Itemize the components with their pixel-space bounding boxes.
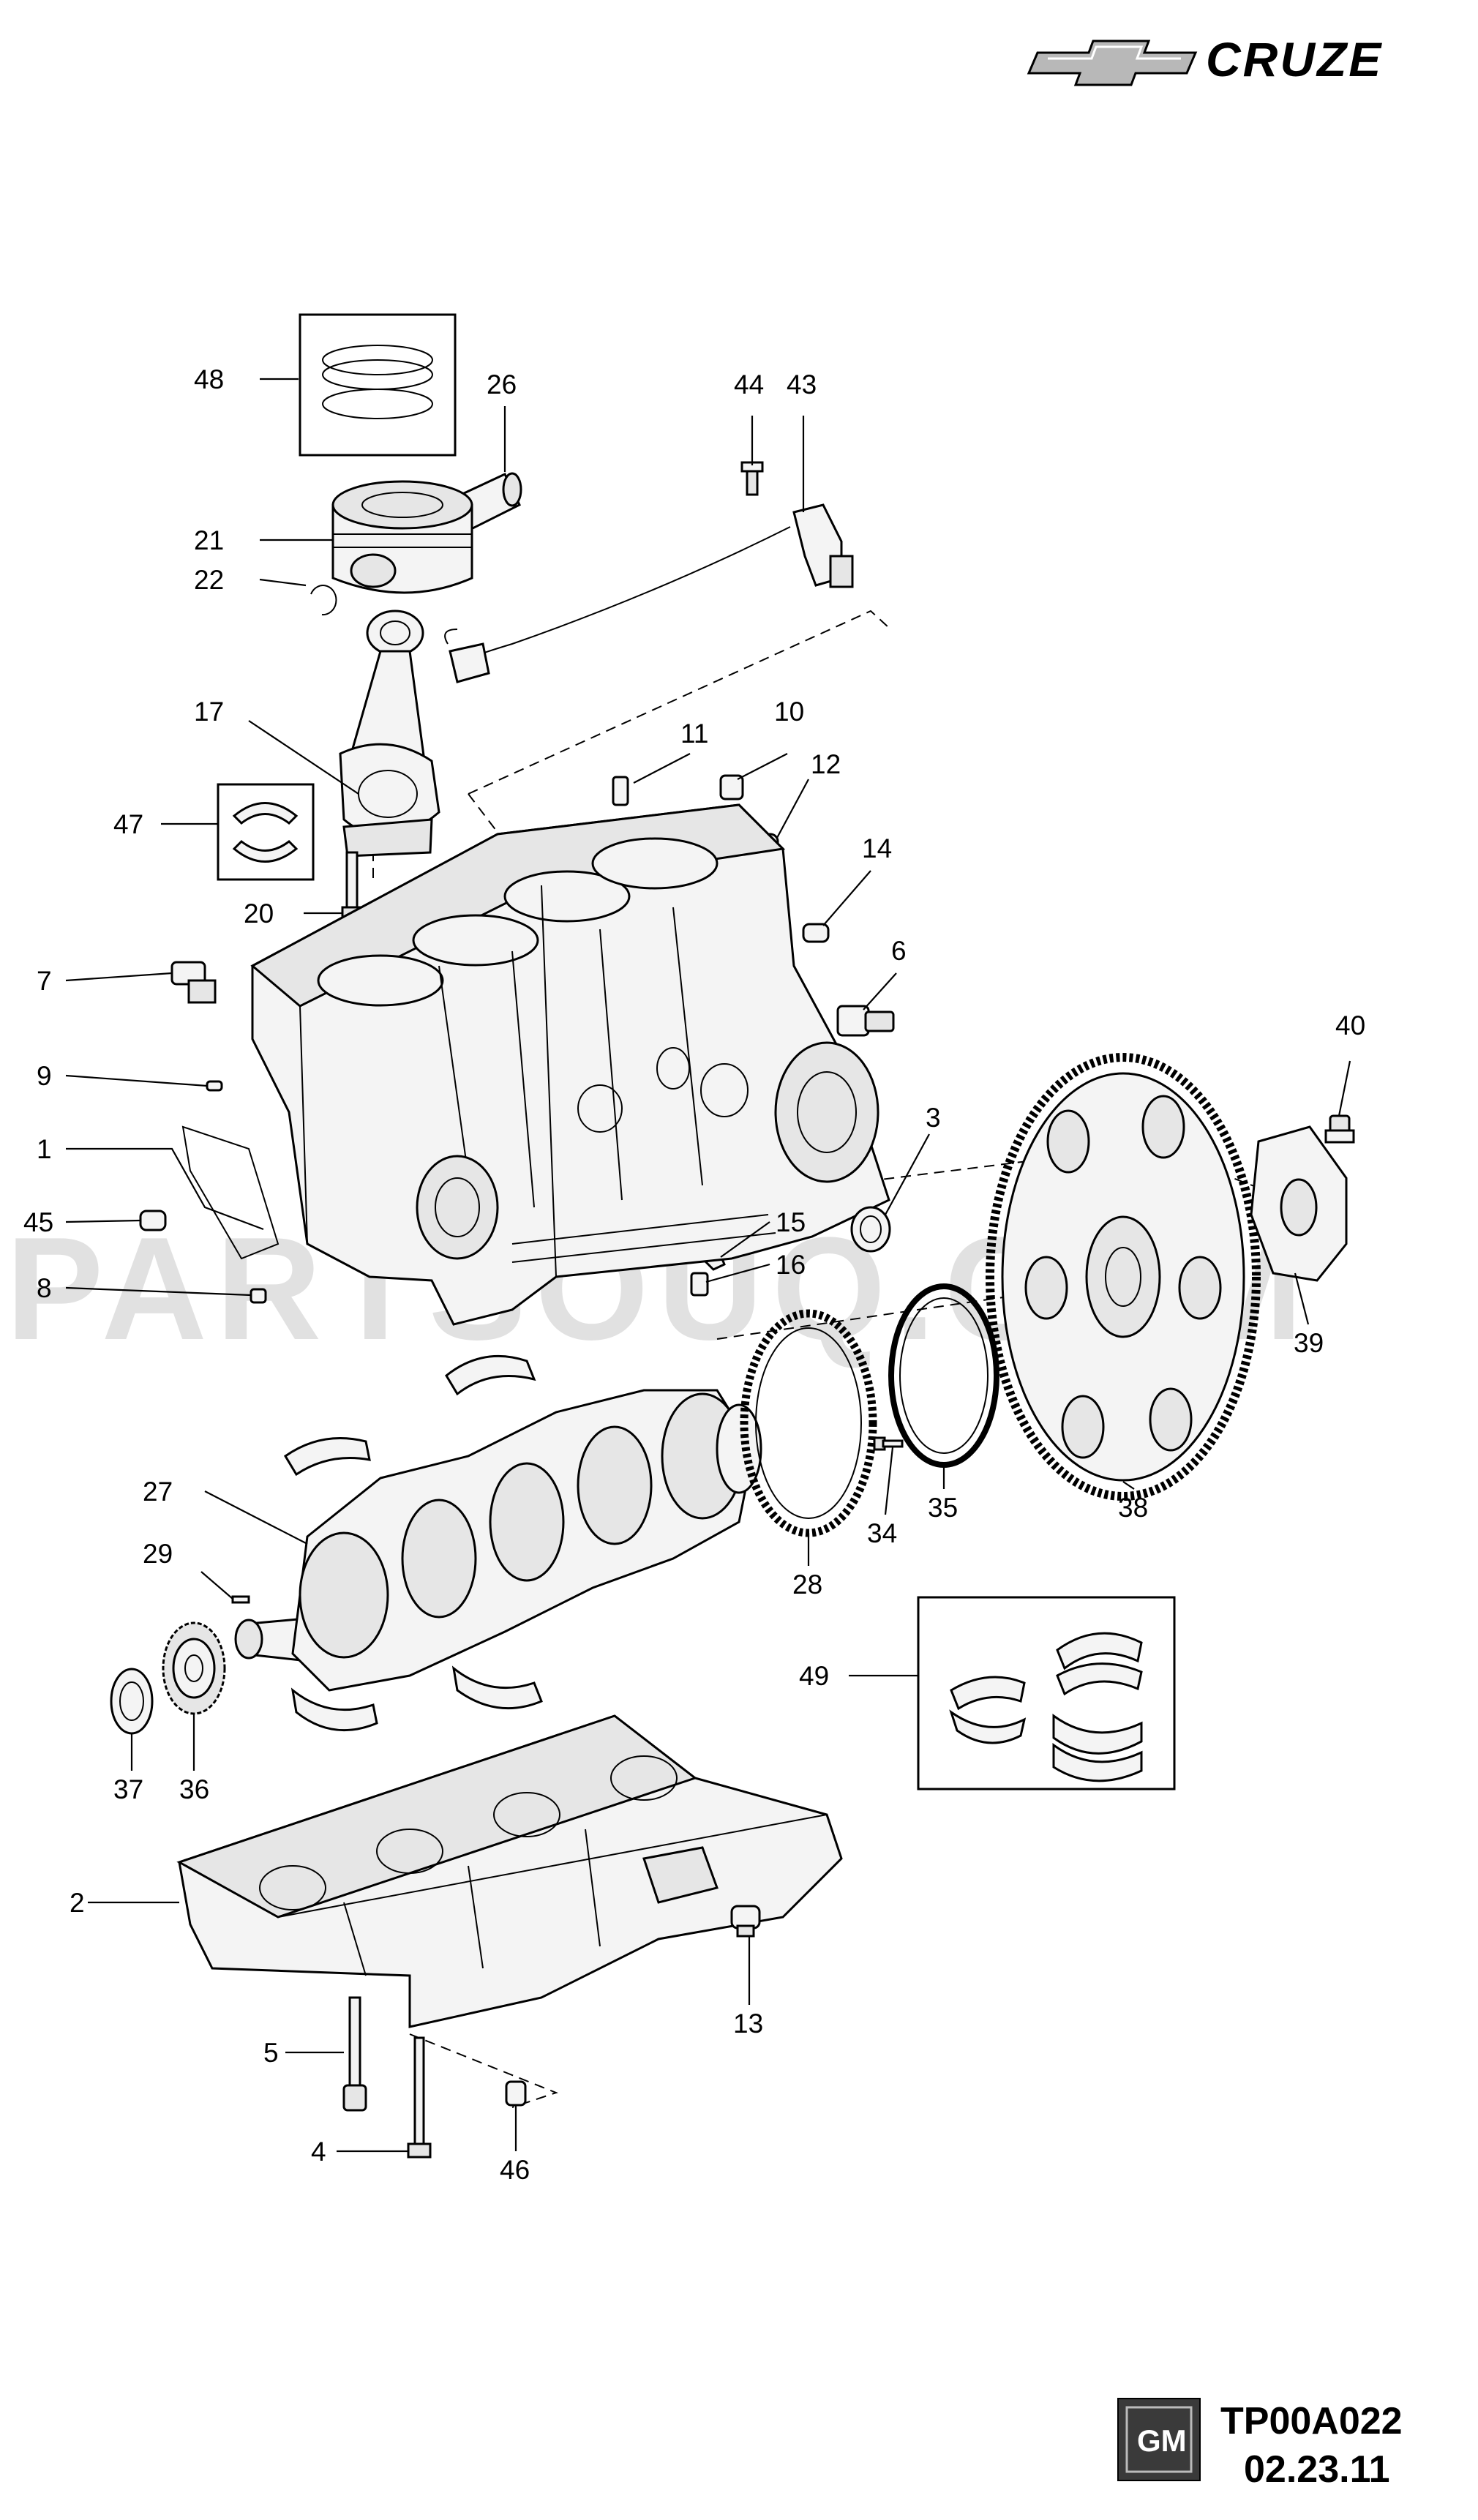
callout-11: 11 xyxy=(680,719,708,749)
callout-7: 7 xyxy=(37,966,52,996)
chevrolet-bowtie-icon xyxy=(1027,40,1198,86)
connecting-rod xyxy=(339,610,440,858)
crankshaft xyxy=(234,1389,762,1692)
crankshaft-position-sensor xyxy=(444,461,854,683)
callout-27: 27 xyxy=(143,1477,173,1507)
callout-43: 43 xyxy=(787,370,817,400)
crankshaft-key xyxy=(231,1595,250,1604)
diagram-code: TP00A022 xyxy=(1220,2400,1403,2442)
oil-pressure-switch xyxy=(170,961,217,1004)
callout-35: 35 xyxy=(928,1493,958,1523)
callout-14: 14 xyxy=(862,833,892,863)
callout-46: 46 xyxy=(500,2155,530,2185)
callout-6: 6 xyxy=(891,936,907,966)
callout-40: 40 xyxy=(1335,1010,1365,1040)
rod-bearing-box xyxy=(217,783,315,881)
piston-pin-snap-ring xyxy=(310,585,337,616)
callout-39: 39 xyxy=(1294,1328,1324,1358)
main-bearing-box xyxy=(917,1596,1176,1790)
callout-22: 22 xyxy=(194,565,224,595)
callout-2: 2 xyxy=(70,1888,85,1918)
piston xyxy=(331,480,473,594)
callout-28: 28 xyxy=(792,1570,822,1600)
callout-4: 4 xyxy=(311,2137,326,2167)
crankshaft-front-oil-seal xyxy=(110,1668,154,1735)
callout-10: 10 xyxy=(774,697,804,727)
callout-47: 47 xyxy=(113,809,143,839)
callout-13: 13 xyxy=(733,2009,763,2039)
crankshaft-sprocket xyxy=(162,1621,226,1715)
callout-20: 20 xyxy=(244,899,274,929)
callout-16: 16 xyxy=(776,1250,806,1280)
callout-45: 45 xyxy=(23,1207,53,1237)
callout-8: 8 xyxy=(37,1273,52,1303)
reluctor-ring-bolt xyxy=(873,1436,904,1451)
callout-leader-lines xyxy=(65,378,1351,2153)
gm-logo-icon: GM xyxy=(1117,2398,1201,2481)
callout-49: 49 xyxy=(799,1661,829,1691)
callout-34: 34 xyxy=(867,1518,897,1548)
callout-38: 38 xyxy=(1118,1493,1148,1523)
block-plug-bolt xyxy=(836,1005,895,1037)
flexplate-bolt xyxy=(1324,1114,1355,1144)
callout-3: 3 xyxy=(926,1103,941,1133)
callout-1: 1 xyxy=(37,1134,52,1164)
lower-crankcase xyxy=(176,1714,843,2028)
brand-name: CRUZE xyxy=(1206,32,1383,86)
callout-29: 29 xyxy=(143,1539,173,1569)
callout-26: 26 xyxy=(487,370,517,400)
oil-drain-plug xyxy=(730,1905,761,1938)
callout-12: 12 xyxy=(811,749,841,779)
callout-labels: 48 26 44 43 21 22 17 11 10 12 47 14 20 7… xyxy=(23,364,1365,2185)
callout-48: 48 xyxy=(194,364,224,394)
crankshaft-rear-oil-seal-small xyxy=(850,1206,891,1253)
flexplate-reinforcement xyxy=(1250,1125,1348,1282)
callout-17: 17 xyxy=(194,697,224,727)
flywheel-flexplate xyxy=(986,1053,1261,1501)
callout-44: 44 xyxy=(734,370,764,400)
diagram-date: 02.23.11 xyxy=(1244,2448,1390,2491)
callout-36: 36 xyxy=(179,1774,209,1804)
callout-9: 9 xyxy=(37,1061,52,1091)
callout-5: 5 xyxy=(263,2038,279,2068)
gm-logo-text: GM xyxy=(1137,2423,1187,2458)
engine-block xyxy=(181,803,890,1326)
upper-main-bearings xyxy=(283,1354,543,1732)
callout-15: 15 xyxy=(776,1207,806,1237)
callout-21: 21 xyxy=(194,525,224,555)
callout-37: 37 xyxy=(113,1774,143,1804)
piston-ring-set-box xyxy=(299,313,457,457)
